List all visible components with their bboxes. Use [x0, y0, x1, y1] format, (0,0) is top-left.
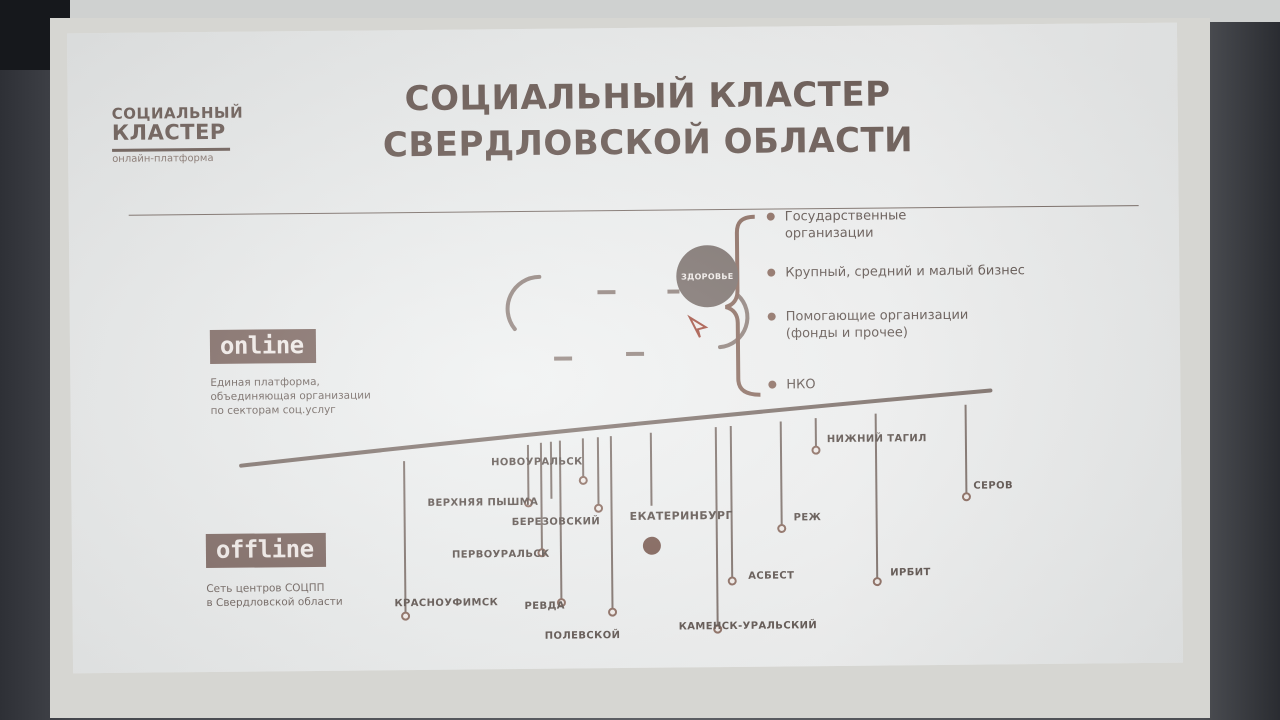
online-description-line: Единая платформа, [210, 374, 371, 390]
city-revda: РЕВДА [524, 601, 565, 612]
bullet-dot [768, 313, 776, 321]
connector-kamensk [716, 427, 718, 625]
city-novouralsk: НОВОУРАЛЬСК [491, 456, 583, 468]
city-berezovsky: БЕРЕЗОВСКИЙ [512, 516, 601, 528]
offline-tag: offline [206, 533, 326, 568]
city-irbit: ИРБИТ [890, 567, 931, 578]
marker-ekaterinburg [643, 537, 661, 555]
sector-line: НКО [770, 376, 815, 393]
sector-item: НКО [770, 376, 815, 393]
connector-krasnoufimsk [404, 461, 405, 612]
health-hub-label: ЗДОРОВЬЕ [681, 271, 733, 281]
sector-line: Крупный, средний и малый бизнес [769, 262, 1025, 281]
connector-polevskoy [611, 436, 613, 608]
marker-asbest [729, 577, 736, 584]
bullet-dot [767, 269, 775, 277]
city-polevskoy: ПОЛЕВСКОЙ [545, 630, 621, 642]
connector-berezovsky [598, 437, 599, 504]
sector-brace [725, 217, 761, 395]
marker-krasnoufimsk [402, 613, 409, 620]
city-ekaterinburg: ЕКАТЕРИНБУРГ [630, 509, 733, 523]
connector-berezovsky-left [551, 442, 552, 499]
city-nizhny-tagil: НИЖНИЙ ТАГИЛ [827, 433, 927, 445]
marker-rezh [778, 525, 785, 532]
city-asbest: АСБЕСТ [748, 570, 794, 581]
sector-line: Помогающие организации [770, 307, 969, 326]
connector-ekaterinburg [651, 433, 652, 506]
city-pervouralsk: ПЕРВОУРАЛЬСК [452, 549, 550, 561]
offline-description-line: Сеть центров СОЦПП [206, 581, 342, 596]
online-description-line: по секторам соц.услуг [211, 402, 372, 418]
bullet-dot [767, 213, 775, 221]
connector-rezh [781, 422, 782, 525]
sector-item: Помогающие организации (фонды и прочее) [770, 307, 969, 343]
marker-berezovsky [595, 505, 602, 512]
sector-item: Крупный, средний и малый бизнес [769, 262, 1025, 281]
city-kamensk-uralsky: КАМЕНСК-УРАЛЬСКИЙ [679, 620, 818, 632]
offline-description-line: в Свердловской области [206, 595, 342, 610]
marker-serov [963, 493, 970, 500]
city-serov: СЕРОВ [973, 480, 1013, 491]
city-krasnoufimsk: КРАСНОУФИМСК [394, 597, 498, 609]
presentation-slide: СОЦИАЛЬНЫЙ КЛАСТЕР онлайн-платформа СОЦИ… [67, 23, 1183, 674]
city-rezh: РЕЖ [794, 512, 822, 523]
marker-nizhny-tagil [812, 447, 819, 454]
dashed-ring-arc [507, 277, 540, 329]
city-verkhnyaya-pyshma: ВЕРХНЯЯ ПЫШМА [427, 497, 538, 509]
connector-verkhnyaya-pyshma [528, 445, 529, 499]
sector-line: (фонды и прочее) [770, 324, 969, 343]
marker-polevskoy [609, 609, 616, 616]
connector-asbest [731, 426, 732, 577]
sector-item: Государственные организации [769, 207, 907, 242]
online-tag: online [210, 329, 316, 364]
health-hub-circle: ЗДОРОВЬЕ [676, 245, 739, 308]
sector-line: организации [769, 224, 907, 242]
sector-line: Государственные [769, 207, 907, 225]
marker-irbit [874, 578, 881, 585]
offline-description: Сеть центров СОЦПП в Свердловской област… [206, 581, 342, 610]
online-description: Единая платформа, объединяющая организац… [210, 374, 371, 418]
cursor-icon [690, 317, 706, 337]
bullet-dot [768, 381, 776, 389]
online-description-line: объединяющая организации [210, 388, 371, 404]
marker-novouralsk [580, 477, 587, 484]
connector-serov [966, 405, 967, 493]
